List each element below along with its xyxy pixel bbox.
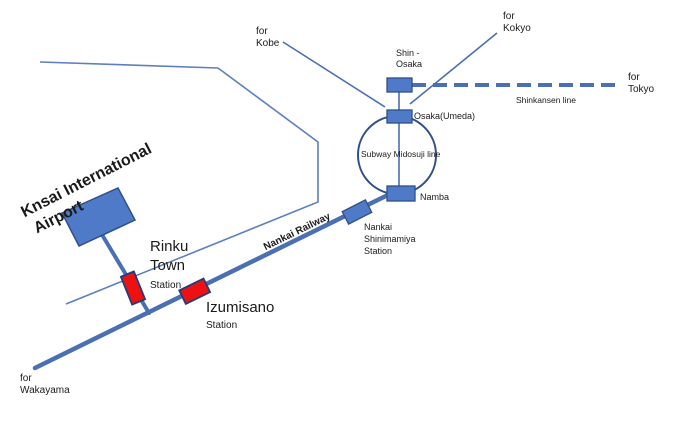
kyoto-direction-line <box>409 32 498 105</box>
coastline-north <box>39 61 219 69</box>
kyoto-label-for: for <box>503 11 515 22</box>
namba-label: Namba <box>420 192 450 202</box>
nankai-shinimamiya-label-3: Station <box>364 246 393 256</box>
kobe-label-for: for <box>256 26 268 37</box>
nankai-shinimamiya-station[interactable] <box>341 198 373 226</box>
osaka-umeda-station[interactable] <box>386 109 413 124</box>
izumisano-station[interactable] <box>178 277 212 306</box>
shin-osaka-station[interactable] <box>386 77 413 93</box>
nankai-shinimamiya-label-1: Nankai <box>364 222 393 232</box>
kobe-direction-line <box>282 41 386 108</box>
nankai-railway-line <box>32 191 393 371</box>
rinku-town-label-1: Rinku <box>150 238 189 255</box>
tokyo-label-for: for <box>628 72 640 83</box>
coastline <box>65 67 319 305</box>
wakayama-label: Wakayama <box>20 385 70 396</box>
kobe-label: Kobe <box>256 38 280 49</box>
rinku-town-label-2: Town <box>150 257 186 274</box>
namba-station[interactable] <box>386 185 416 202</box>
shinkansen-line-label: Shinkansen line <box>516 95 577 105</box>
rinku-town-station[interactable] <box>119 270 147 306</box>
wakayama-label-for: for <box>20 373 32 384</box>
tokyo-label: Tokyo <box>628 84 655 95</box>
kyoto-label: Kokyo <box>503 23 531 34</box>
izumisano-label-2: Station <box>206 320 238 331</box>
osaka-umeda-label: Osaka(Umeda) <box>414 111 476 121</box>
airport-building <box>60 187 137 247</box>
nankai-shinimamiya-label-2: Shinimamiya <box>364 234 416 244</box>
rinku-town-label-3: Station <box>150 280 182 291</box>
izumisano-label-1: Izumisano <box>206 299 275 316</box>
midosuji-line-label: Subway Midosuji line <box>361 149 441 159</box>
shin-osaka-label: Shin - Osaka <box>396 48 423 69</box>
